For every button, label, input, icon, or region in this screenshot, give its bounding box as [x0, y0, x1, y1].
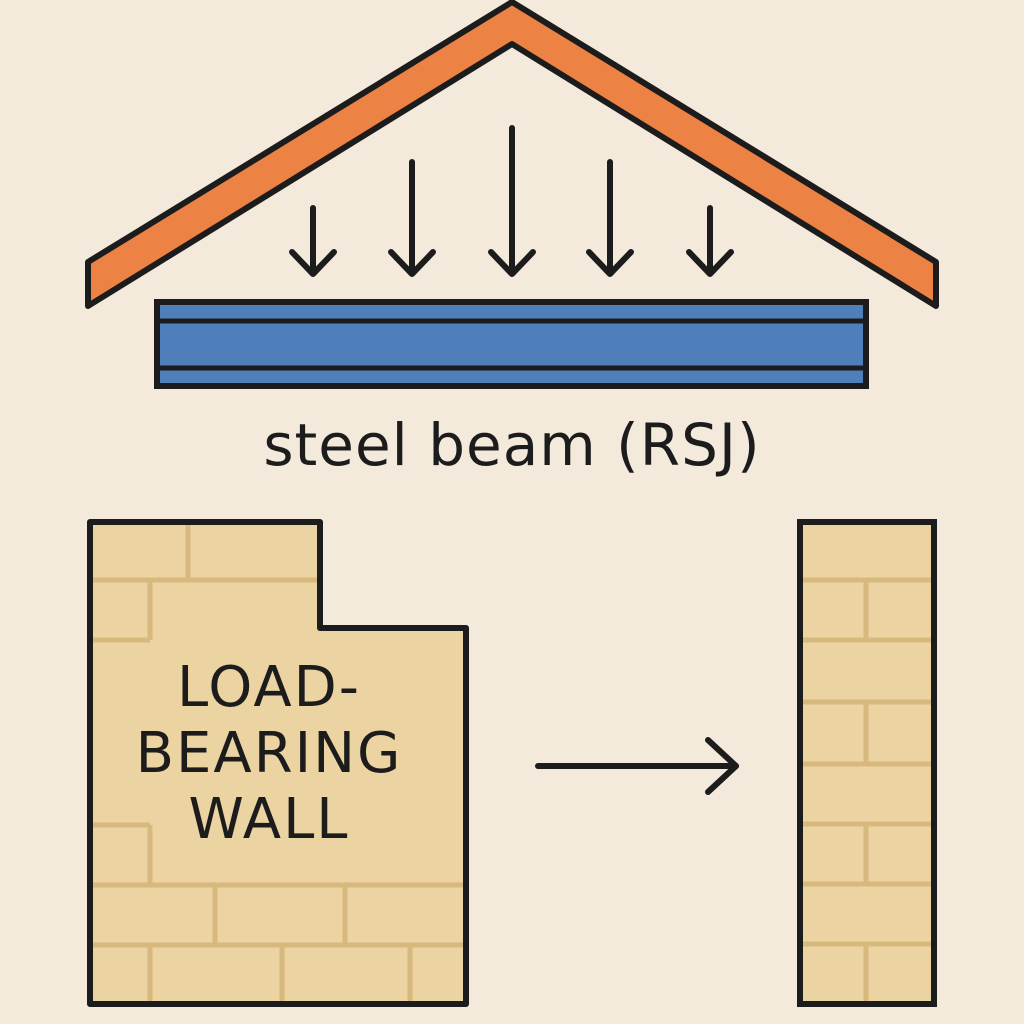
- brick-pier: [797, 519, 937, 1007]
- down-arrow-icon: [388, 159, 436, 277]
- down-arrow-icon: [289, 205, 337, 277]
- roof: [85, 0, 939, 309]
- down-arrow-icon: [686, 205, 734, 277]
- right-arrow-icon: [535, 737, 739, 795]
- wall-label: LOAD- BEARING WALL: [96, 655, 442, 853]
- steel-beam: [154, 299, 869, 389]
- wall-label-line-2: BEARING: [135, 721, 403, 786]
- beam-label: steel beam (RSJ): [263, 411, 761, 479]
- load-arrows: [289, 125, 734, 277]
- wall-label-line-1: LOAD-: [177, 655, 361, 720]
- down-arrow-icon: [586, 159, 634, 277]
- down-arrow-icon: [488, 125, 536, 277]
- load-bearing-wall: [87, 519, 469, 1007]
- wall-label-line-3: WALL: [188, 787, 350, 852]
